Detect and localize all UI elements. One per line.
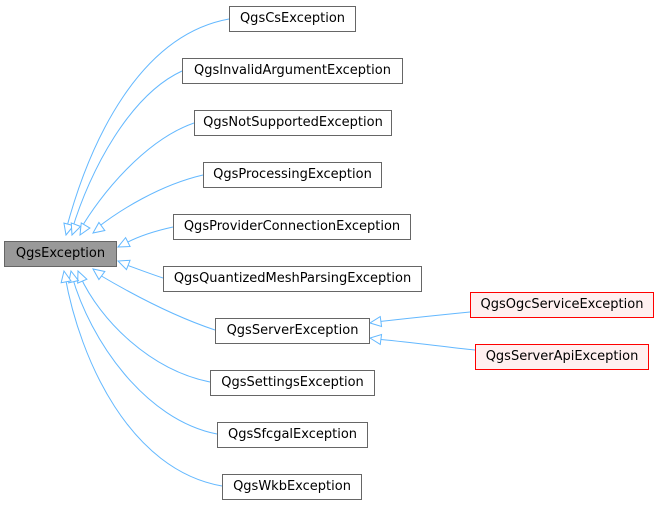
node-label: QgsSettingsException bbox=[221, 375, 364, 390]
edge-server-api bbox=[375, 338, 476, 351]
edge-not-supported bbox=[79, 122, 195, 231]
edge-sfcgal bbox=[71, 275, 218, 435]
edge-invalid-argument bbox=[71, 70, 183, 231]
edge-cs bbox=[65, 18, 230, 231]
node-qgs-ogc-service-exception[interactable]: QgsOgcServiceException bbox=[470, 292, 654, 318]
node-qgs-sfcgal-exception[interactable]: QgsSfcgalException bbox=[217, 422, 368, 448]
edge-processing bbox=[96, 174, 204, 229]
edge-arrowhead bbox=[70, 222, 82, 237]
inheritance-edges bbox=[60, 18, 476, 487]
node-qgs-processing-exception[interactable]: QgsProcessingException bbox=[203, 162, 382, 188]
edge-server bbox=[97, 273, 216, 331]
node-label: QgsServerApiException bbox=[485, 349, 639, 364]
node-qgs-not-supported-exception[interactable]: QgsNotSupportedException bbox=[194, 110, 392, 136]
node-qgs-server-api-exception[interactable]: QgsServerApiException bbox=[475, 344, 649, 370]
edge-provider-connection bbox=[123, 226, 174, 245]
node-label: QgsProviderConnectionException bbox=[183, 219, 401, 234]
edge-arrowhead bbox=[60, 269, 72, 284]
node-label: QgsQuantizedMeshParsingException bbox=[173, 271, 412, 286]
node-qgs-invalid-argument-exception[interactable]: QgsInvalidArgumentException bbox=[182, 58, 403, 84]
node-label: QgsException bbox=[15, 246, 106, 261]
node-label: QgsServerException bbox=[226, 323, 359, 338]
edge-arrowhead bbox=[116, 236, 131, 248]
node-qgs-wkb-exception[interactable]: QgsWkbException bbox=[222, 474, 362, 500]
edge-arrowhead bbox=[116, 259, 131, 271]
edge-arrowhead bbox=[68, 269, 80, 284]
node-qgs-provider-connection-exception[interactable]: QgsProviderConnectionException bbox=[173, 214, 411, 240]
edge-arrowhead bbox=[92, 268, 106, 281]
edge-quantized-mesh bbox=[123, 263, 164, 279]
node-label: QgsOgcServiceException bbox=[480, 297, 644, 312]
edge-arrowhead bbox=[368, 315, 383, 328]
edge-wkb bbox=[64, 275, 223, 487]
node-label: QgsWkbException bbox=[233, 479, 351, 494]
edge-ogc-service bbox=[375, 311, 471, 323]
node-qgs-server-exception[interactable]: QgsServerException bbox=[215, 318, 370, 344]
node-label: QgsCsException bbox=[239, 11, 346, 26]
node-qgs-quantized-mesh-parsing-exception[interactable]: QgsQuantizedMeshParsingException bbox=[163, 266, 422, 292]
edge-arrowhead bbox=[92, 221, 106, 234]
node-qgs-settings-exception[interactable]: QgsSettingsException bbox=[210, 370, 375, 396]
edge-settings bbox=[79, 275, 211, 383]
node-qgs-exception[interactable]: QgsException bbox=[4, 241, 117, 267]
edge-arrowhead bbox=[368, 333, 383, 346]
node-label: QgsNotSupportedException bbox=[203, 115, 383, 130]
node-label: QgsInvalidArgumentException bbox=[194, 63, 391, 78]
edge-arrowhead bbox=[77, 269, 88, 284]
node-qgs-cs-exception[interactable]: QgsCsException bbox=[229, 6, 356, 32]
node-label: QgsSfcgalException bbox=[227, 427, 358, 442]
node-label: QgsProcessingException bbox=[213, 167, 372, 182]
edge-arrowhead bbox=[79, 222, 91, 237]
